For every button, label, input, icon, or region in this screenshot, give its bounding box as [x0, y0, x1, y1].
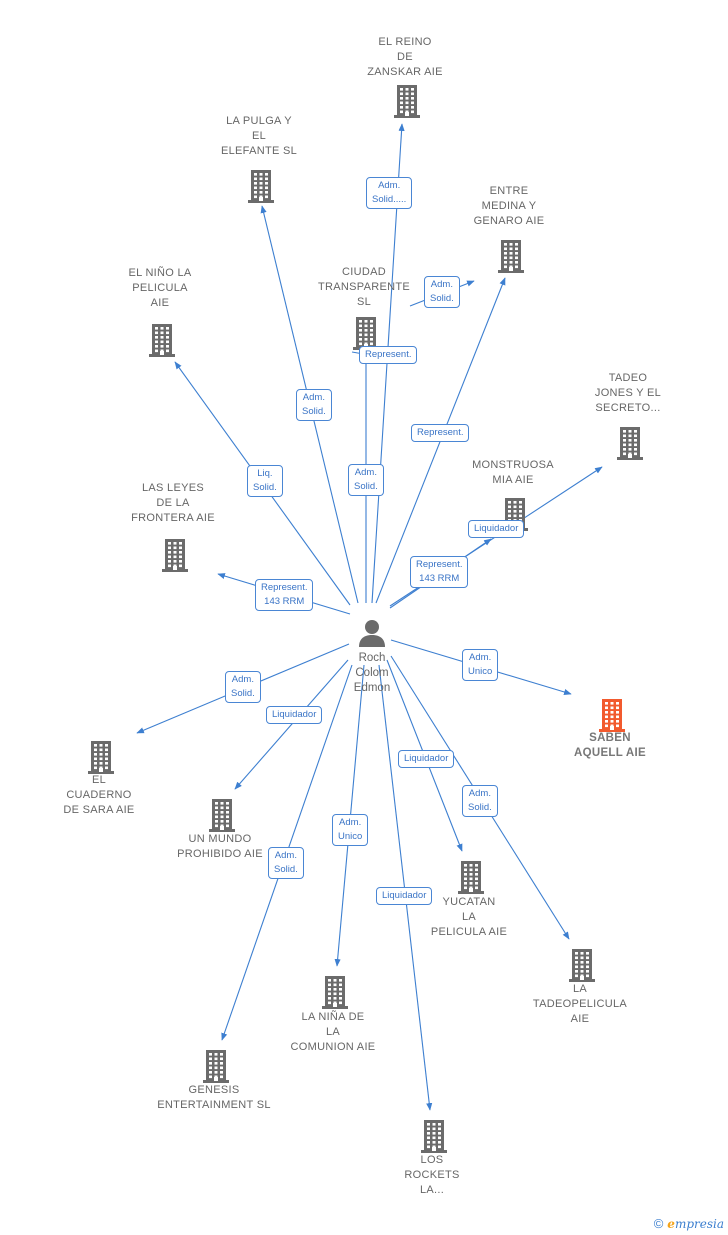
relation-label-r-rockets[interactable]: Liquidador	[376, 887, 433, 905]
company-label-saben[interactable]: SABEN AQUELL AIE	[573, 732, 646, 759]
company-label-el-cuaderno[interactable]: EL CUADERNO DE SARA AIE	[63, 774, 135, 816]
building-icon[interactable]	[208, 798, 236, 832]
company-label-monstruosa[interactable]: MONSTRUOSA MIA AIE	[472, 459, 554, 486]
company-label-las-leyes[interactable]: LAS LEYES DE LA FRONTERA AIE	[131, 482, 215, 524]
company-label-tadeo-jones[interactable]: TADEO JONES Y EL SECRETO...	[594, 372, 662, 414]
relation-label-r-tadeopelicula[interactable]: Adm. Solid.	[462, 785, 498, 817]
company-label-ciudad[interactable]: CIUDAD TRANSPARENTE SL	[317, 266, 411, 308]
building-icon[interactable]	[393, 84, 421, 118]
footer-brand[interactable]: © empresia	[654, 1216, 724, 1231]
building-icon[interactable]	[568, 948, 596, 982]
copyright-symbol: ©	[653, 1216, 664, 1231]
building-icon[interactable]	[457, 860, 485, 894]
relation-label-r-represent-mid[interactable]: Represent.	[411, 424, 470, 442]
company-label-los-rockets[interactable]: LOS ROCKETS LA...	[404, 1154, 460, 1196]
company-label-el-nino[interactable]: EL NIÑO LA PELICULA AIE	[128, 267, 192, 309]
relation-label-r-ciudad-adm[interactable]: Adm. Solid.	[348, 464, 384, 496]
relation-label-r-monstruosa[interactable]: Represent. 143 RRM	[410, 556, 469, 588]
building-icon[interactable]	[202, 1049, 230, 1083]
relation-label-r-reino[interactable]: Adm. Solid.....	[366, 177, 413, 209]
building-icon[interactable]	[247, 169, 275, 203]
company-label-tadeopelicula[interactable]: LA TADEOPELICULA AIE	[532, 983, 628, 1025]
relation-label-r-cuaderno[interactable]: Adm. Solid.	[225, 671, 261, 703]
relation-label-r-genesis[interactable]: Adm. Solid.	[268, 847, 304, 879]
relation-label-r-nino[interactable]: Liq. Solid.	[247, 465, 283, 497]
building-icon[interactable]	[616, 426, 644, 460]
company-label-la-pulga[interactable]: LA PULGA Y EL ELEFANTE SL	[220, 115, 298, 157]
person-name[interactable]: Roch Colom Edmon	[353, 652, 391, 694]
company-label-genesis[interactable]: GENESIS ENTERTAINMENT SL	[157, 1084, 271, 1111]
relation-label-r-yucatan[interactable]: Liquidador	[398, 750, 455, 768]
building-icon[interactable]	[352, 316, 380, 350]
company-label-yucatan[interactable]: YUCATAN LA PELICULA AIE	[430, 896, 508, 938]
company-label-el-reino[interactable]: EL REINO DE ZANSKAR AIE	[367, 36, 443, 78]
relation-label-r-mundo[interactable]: Liquidador	[266, 706, 323, 724]
relation-label-r-tadeo[interactable]: Liquidador	[468, 520, 525, 538]
building-icon[interactable]	[148, 323, 176, 357]
building-icon[interactable]	[87, 740, 115, 774]
relation-label-r-medina[interactable]: Adm. Solid.	[424, 276, 460, 308]
person-icon[interactable]	[357, 617, 387, 649]
edge-r-mundo	[234, 659, 349, 790]
relation-label-r-pulga[interactable]: Adm. Solid.	[296, 389, 332, 421]
empresia-logo: empresia	[667, 1216, 724, 1231]
company-label-un-mundo[interactable]: UN MUNDO PROHIBIDO AIE	[177, 833, 263, 860]
relation-label-r-leyes[interactable]: Represent. 143 RRM	[255, 579, 314, 611]
building-icon[interactable]	[598, 698, 626, 732]
building-icon[interactable]	[497, 239, 525, 273]
company-label-la-nina[interactable]: LA NIÑA DE LA COMUNION AIE	[290, 1011, 376, 1053]
building-icon[interactable]	[420, 1119, 448, 1153]
relation-label-r-ciudad-represent[interactable]: Represent.	[359, 346, 418, 364]
building-icon[interactable]	[321, 975, 349, 1009]
building-icon[interactable]	[161, 538, 189, 572]
relation-label-r-saben[interactable]: Adm. Unico	[462, 649, 499, 681]
relation-label-r-nina[interactable]: Adm. Unico	[332, 814, 369, 846]
company-label-entre-medina[interactable]: ENTRE MEDINA Y GENARO AIE	[473, 185, 545, 227]
